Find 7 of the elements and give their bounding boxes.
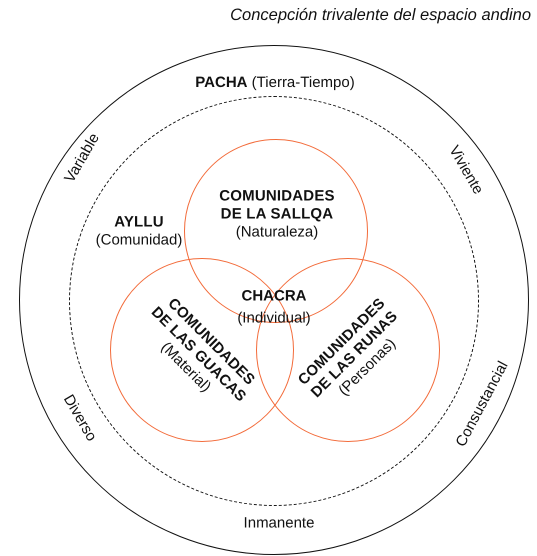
node-subtitle: (Comunidad) — [96, 232, 182, 250]
node-subtitle: (Naturaleza) — [236, 224, 318, 242]
node-heading: COMUNIDADES DE LA SALLQA — [218, 188, 336, 224]
node-heading: AYLLU — [114, 214, 164, 232]
diagram-title: Concepción trivalente del espacio andino — [230, 6, 531, 25]
node-heading: PACHA (Tierra-Tiempo) — [195, 74, 355, 92]
ring-label: Inmanente — [244, 514, 314, 532]
